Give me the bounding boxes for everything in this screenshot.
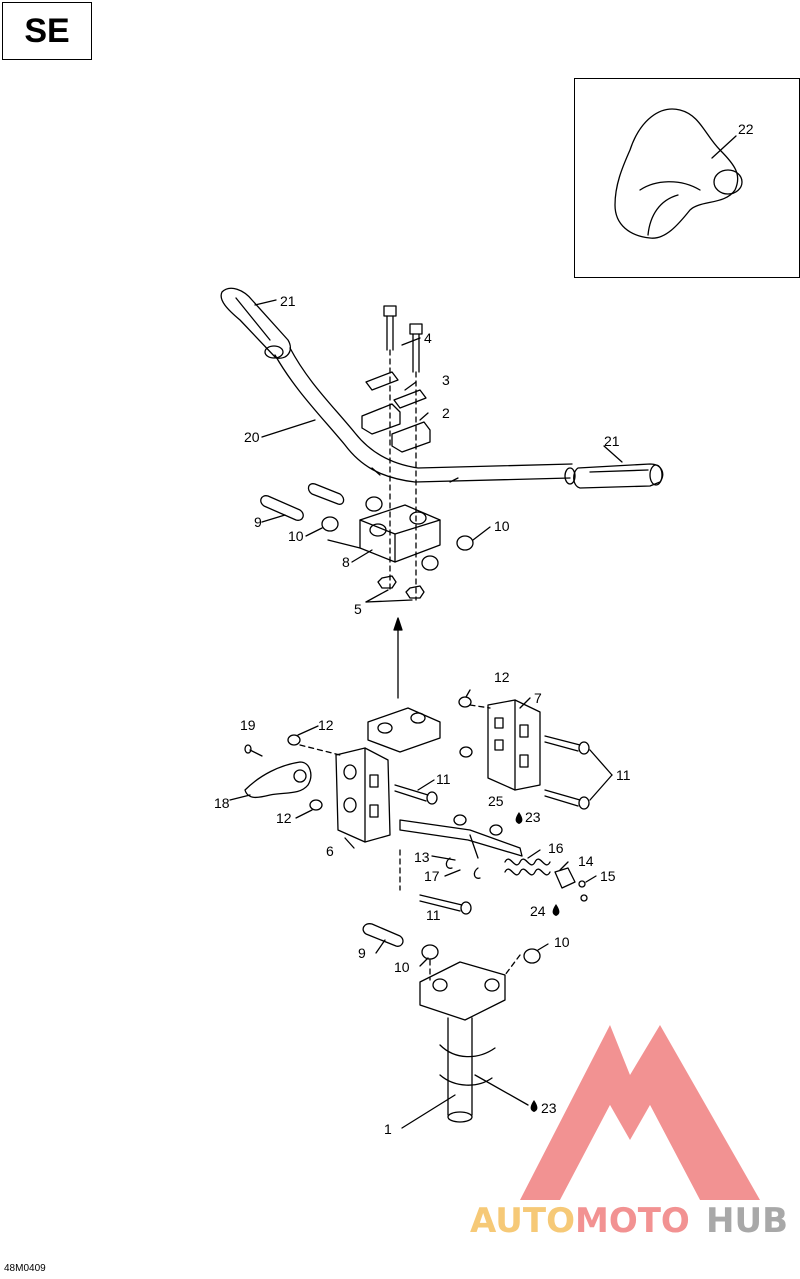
part-5-nuts: [377, 575, 425, 599]
callout-24: 24: [530, 903, 546, 919]
part-21-grip-right: [564, 463, 664, 489]
part-22-grip-cover: [614, 108, 743, 239]
part-9-upper-pins: [260, 483, 345, 521]
part-17-clips: [445, 857, 481, 879]
model-badge: SE: [2, 2, 92, 60]
callout-8: 8: [342, 554, 350, 570]
part-15-screws: [578, 880, 588, 902]
callout-11-right: 11: [616, 767, 631, 783]
part-9-lower-pin: [362, 923, 404, 947]
watermark-brand-hub: HUB: [706, 1201, 788, 1241]
callout-19: 19: [240, 717, 256, 733]
callout-7: 7: [534, 690, 542, 706]
callout-15: 15: [600, 868, 616, 884]
callout-17: 17: [424, 868, 440, 884]
part-12-washers: [287, 696, 473, 811]
callout-22: 22: [738, 121, 754, 137]
part-8-riser-block-middle: [367, 707, 441, 753]
callout-12-lower: 12: [276, 810, 292, 826]
callout-10-upper-left: 10: [288, 528, 304, 544]
callout-18: 18: [214, 795, 230, 811]
callout-13: 13: [414, 849, 430, 865]
watermark-brand-auto: AUTO: [470, 1201, 575, 1241]
part-25-washers: [453, 814, 503, 836]
callout-16: 16: [548, 840, 564, 856]
part-13-shaft: [399, 819, 523, 859]
callout-21-left: 21: [280, 293, 296, 309]
watermark-logo-mark: [520, 1025, 760, 1200]
alignment-lines: [299, 349, 521, 981]
callout-1: 1: [384, 1121, 392, 1137]
callout-3: 3: [442, 372, 450, 388]
callout-10-lower-left: 10: [394, 959, 410, 975]
part-10-upper-bushings: [321, 496, 474, 571]
callout-25: 25: [488, 793, 504, 809]
part-14-lock-plate: [554, 867, 576, 889]
part-3-plates: [365, 371, 427, 409]
callout-20: 20: [244, 429, 260, 445]
part-10-lower-bushings: [421, 944, 541, 964]
assembly-arrow: [393, 617, 403, 699]
callout-21-right: 21: [604, 433, 620, 449]
callout-4: 4: [424, 330, 432, 346]
watermark-brand-moto: MOTO: [575, 1201, 690, 1241]
oil-drop-icon: [515, 812, 523, 824]
part-7-right-bracket: [487, 699, 541, 791]
oil-drop-icon: [530, 1100, 538, 1112]
drawing-code: 48M0409: [4, 1263, 46, 1274]
callout-9-lower: 9: [358, 945, 366, 961]
oil-drop-icon: [552, 904, 560, 916]
part-21-grip-left: [220, 287, 291, 359]
callout-23-lower: 23: [541, 1100, 557, 1116]
part-6-left-bracket: [335, 747, 391, 843]
leader-lines: [229, 135, 737, 1129]
part-8-riser-block: [327, 504, 441, 563]
part-19-screw: [244, 744, 263, 757]
callout-9-upper: 9: [254, 514, 262, 530]
callout-23-upper: 23: [525, 809, 541, 825]
callout-labels: 22 21 4 3 2 20 21 9 10 10 8 5 12 7 19 12…: [214, 121, 754, 1137]
callout-6: 6: [326, 843, 334, 859]
automotohub-watermark: AUTO MOTO HUB: [470, 1025, 788, 1241]
callout-12-top: 12: [494, 669, 510, 685]
part-16-spring: [504, 858, 551, 876]
part-1-steering-column: [419, 961, 506, 1123]
callout-11-lower: 11: [426, 907, 441, 923]
callout-14: 14: [578, 853, 594, 869]
callout-2: 2: [442, 405, 450, 421]
part-2-clamps: [361, 403, 431, 453]
model-label: SE: [24, 11, 70, 50]
callout-11-middle: 11: [436, 771, 451, 787]
part-11-bolts: [394, 735, 590, 915]
callout-10-lower-right: 10: [554, 934, 570, 950]
callout-10-upper-right: 10: [494, 518, 510, 534]
callout-12-middle: 12: [318, 717, 334, 733]
part-18-lever: [244, 761, 312, 799]
lubricant-drop-icons: [515, 812, 560, 1112]
part-20-handlebar: [274, 347, 573, 483]
callout-5: 5: [354, 601, 362, 617]
